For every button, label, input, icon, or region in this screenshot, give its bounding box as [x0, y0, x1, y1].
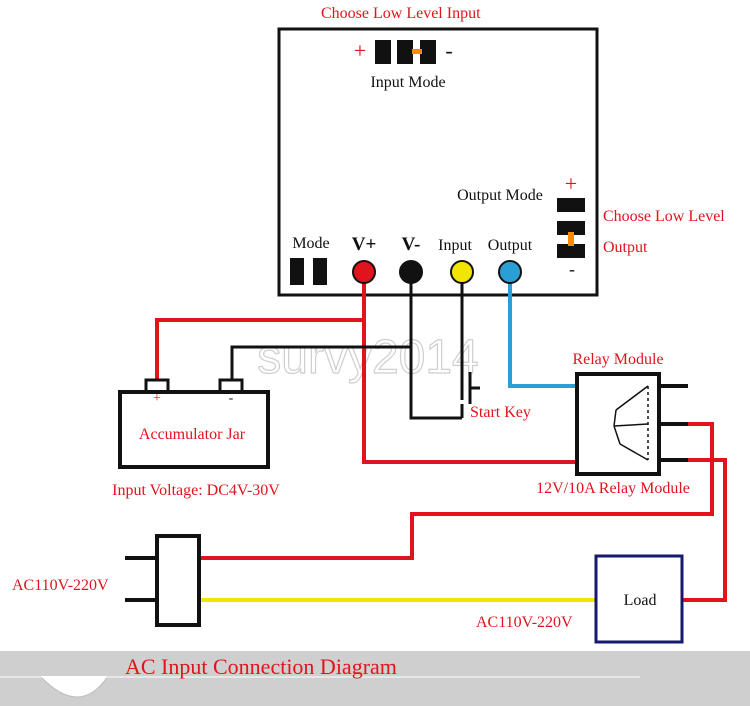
input-voltage-label: Input Voltage: DC4V-30V — [112, 482, 280, 499]
output-terminal-label: Output — [488, 237, 533, 254]
relay-module — [575, 372, 688, 476]
choose-low-level-label: Choose Low Level — [603, 208, 725, 225]
wire-relay-to-plug — [201, 422, 714, 560]
load-box — [594, 554, 684, 644]
wire-vminus-to-battery — [230, 272, 413, 380]
wire-vplus-to-relay — [362, 320, 577, 464]
vminus-label: V- — [402, 234, 421, 255]
input-mode-plus: + — [354, 38, 366, 63]
vplus-terminal — [352, 260, 376, 284]
ac-plug — [125, 534, 201, 627]
vplus-label: V+ — [352, 234, 377, 255]
battery-minus: - — [229, 391, 234, 406]
output-mode-jumper — [557, 198, 585, 258]
relay-spec-label: 12V/10A Relay Module — [536, 480, 690, 497]
relay-module-label: Relay Module — [572, 351, 663, 368]
wire-output-to-relay — [508, 272, 577, 388]
output-mode-plus: + — [565, 171, 577, 196]
mode-label: Mode — [292, 235, 329, 252]
output-mode-minus: - — [569, 259, 575, 279]
vminus-terminal — [399, 260, 423, 284]
battery-label: Accumulator Jar — [139, 426, 246, 443]
wire-relay-to-load — [659, 458, 727, 602]
controller-box — [277, 27, 599, 297]
battery-plus: + — [153, 391, 161, 406]
choose-low-input-label: Choose Low Level Input — [321, 5, 481, 22]
battery — [118, 378, 270, 469]
start-key-switch — [460, 372, 480, 418]
footer-tab-decoration — [39, 675, 109, 698]
load-label: Load — [624, 592, 657, 609]
output-terminal — [498, 260, 522, 284]
mode-jumper — [290, 258, 327, 285]
watermark: survy2014 — [257, 331, 478, 384]
input-terminal — [450, 260, 474, 284]
input-terminal-label: Input — [438, 237, 472, 254]
output-mode-label: Output Mode — [457, 187, 543, 204]
wire-vplus-to-battery — [155, 272, 366, 380]
footer-title: AC Input Connection Diagram — [125, 654, 397, 679]
input-mode-label: Input Mode — [370, 74, 445, 91]
ac-left-label: AC110V-220V — [12, 577, 109, 594]
input-mode-jumper — [375, 40, 436, 64]
ac-bottom-label: AC110V-220V — [476, 614, 573, 631]
wire-vminus-to-key — [409, 347, 462, 420]
start-key-label: Start Key — [470, 404, 531, 421]
output-side-label: Output — [603, 239, 648, 256]
input-mode-minus: - — [445, 38, 452, 63]
footer-bar — [0, 651, 750, 706]
